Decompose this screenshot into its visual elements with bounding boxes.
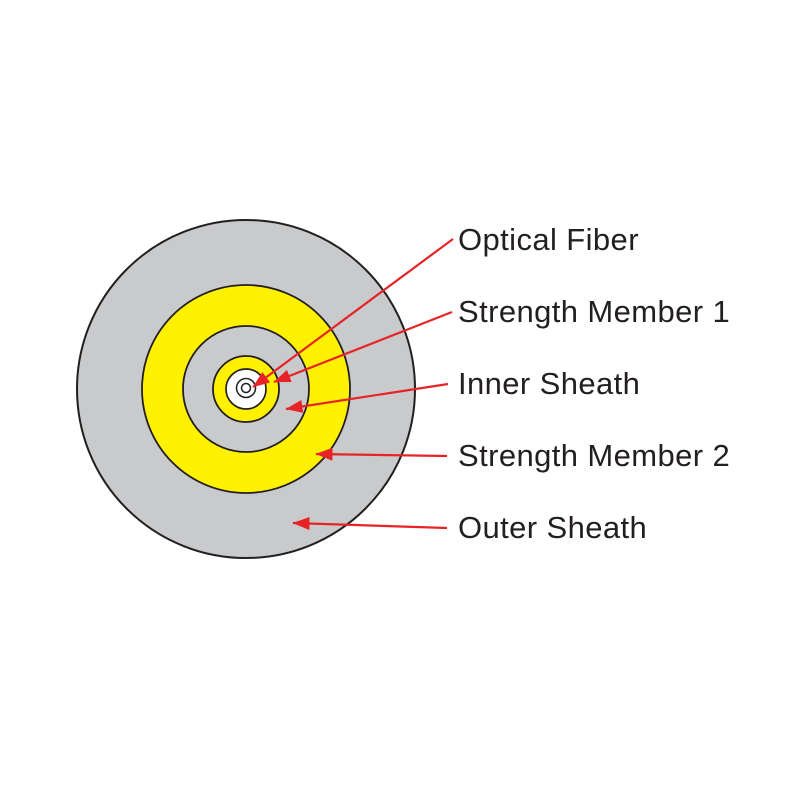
optical-fiber-cladding-circle (235, 377, 257, 399)
label-optical-fiber: Optical Fiber (458, 222, 639, 257)
label-strength-member-1: Strength Member 1 (458, 294, 731, 329)
strength-member-1-arrow (273, 310, 453, 384)
leader-arrows (252, 238, 454, 531)
optical-fiber-core-circle (240, 382, 252, 394)
label-outer-sheath: Outer Sheath (458, 510, 648, 545)
outer-sheath-arrow (292, 517, 448, 531)
label-strength-member-2: Strength Member 2 (458, 438, 731, 473)
fiber-buffer-circle (225, 368, 267, 410)
label-inner-sheath: Inner Sheath (458, 366, 641, 401)
strength-member-2-arrow (315, 447, 448, 461)
inner-sheath-arrow (285, 382, 449, 413)
optical-fiber-arrow (252, 238, 454, 388)
